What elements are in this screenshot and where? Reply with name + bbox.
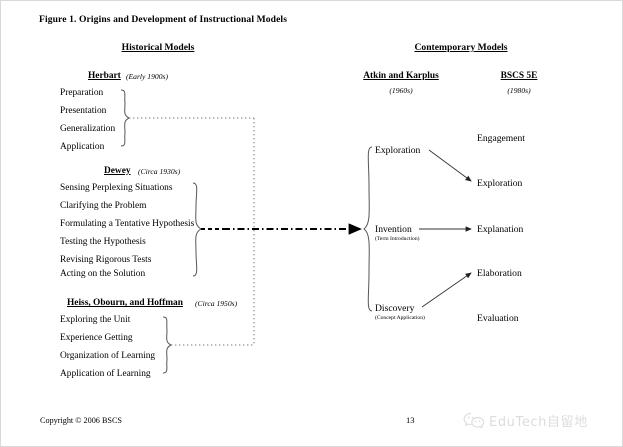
list-item: Testing the Hypothesis <box>60 237 146 247</box>
atkin-phase-invention-subtitle: (Term Introduction) <box>375 236 420 242</box>
bscs-phase-engagement: Engagement <box>477 133 525 144</box>
copyright-notice: Copyright © 2006 BSCS <box>40 416 122 425</box>
arrow-discovery-to-elaboration <box>421 272 472 308</box>
bscs-phase-elaboration: Elaboration <box>477 268 522 279</box>
atkin-phase-exploration: Exploration <box>375 145 421 156</box>
model-heading-atkin: Atkin and Karplus <box>363 71 439 81</box>
wechat-icon <box>463 412 485 429</box>
list-item: Presentation <box>60 106 107 116</box>
bscs-phase-explanation: Explanation <box>477 224 524 235</box>
page-number: 13 <box>406 415 415 425</box>
atkin-phase-discovery-subtitle: (Concept Application) <box>375 315 425 321</box>
atkin-phase-invention: Invention <box>375 224 412 235</box>
list-item: Generalization <box>60 124 116 134</box>
model-era-atkin: (1960s) <box>389 86 413 95</box>
list-item: Application of Learning <box>60 369 151 379</box>
list-item: Acting on the Solution <box>60 269 146 279</box>
brace-heiss <box>162 316 173 374</box>
list-item: Experience Getting <box>60 333 133 343</box>
model-heading-heiss: Heiss, Obourn, and Hoffman <box>67 298 183 308</box>
list-item: Revising Rigorous Tests <box>60 255 152 265</box>
bscs-phase-exploration: Exploration <box>477 178 523 189</box>
model-era-heiss: (Circa 1950s) <box>195 299 238 308</box>
figure-title: Figure 1. Origins and Development of Ins… <box>39 14 288 25</box>
contemporary-models-heading: Contemporary Models <box>414 42 508 53</box>
list-item: Organization of Learning <box>60 351 156 361</box>
model-heading-bscs5e: BSCS 5E <box>500 71 538 81</box>
list-item: Application <box>60 142 105 152</box>
model-era-herbart: (Early 1900s) <box>126 72 168 81</box>
model-heading-dewey: Dewey <box>104 166 131 176</box>
brace-atkin <box>363 146 373 312</box>
atkin-phase-discovery: Discovery <box>375 303 415 314</box>
list-item: Preparation <box>60 88 104 98</box>
list-item: Clarifying the Problem <box>60 201 147 211</box>
brace-dewey <box>192 182 203 277</box>
brace-herbart <box>120 89 131 147</box>
bscs-phase-evaluation: Evaluation <box>477 313 519 324</box>
historical-models-heading: Historical Models <box>121 42 195 53</box>
arrow-exploration-to-exploration <box>428 149 472 182</box>
model-heading-herbart: Herbart <box>88 71 121 81</box>
watermark: EduTech自留地 <box>463 411 588 430</box>
list-item: Sensing Perplexing Situations <box>60 183 173 193</box>
list-item: Exploring the Unit <box>60 315 131 325</box>
model-era-dewey: (Circa 1930s) <box>138 167 181 176</box>
watermark-text: EduTech自留地 <box>489 415 588 430</box>
model-era-bscs5e: (1980s) <box>507 86 531 95</box>
list-item: Formulating a Tentative Hypothesis <box>60 219 195 229</box>
